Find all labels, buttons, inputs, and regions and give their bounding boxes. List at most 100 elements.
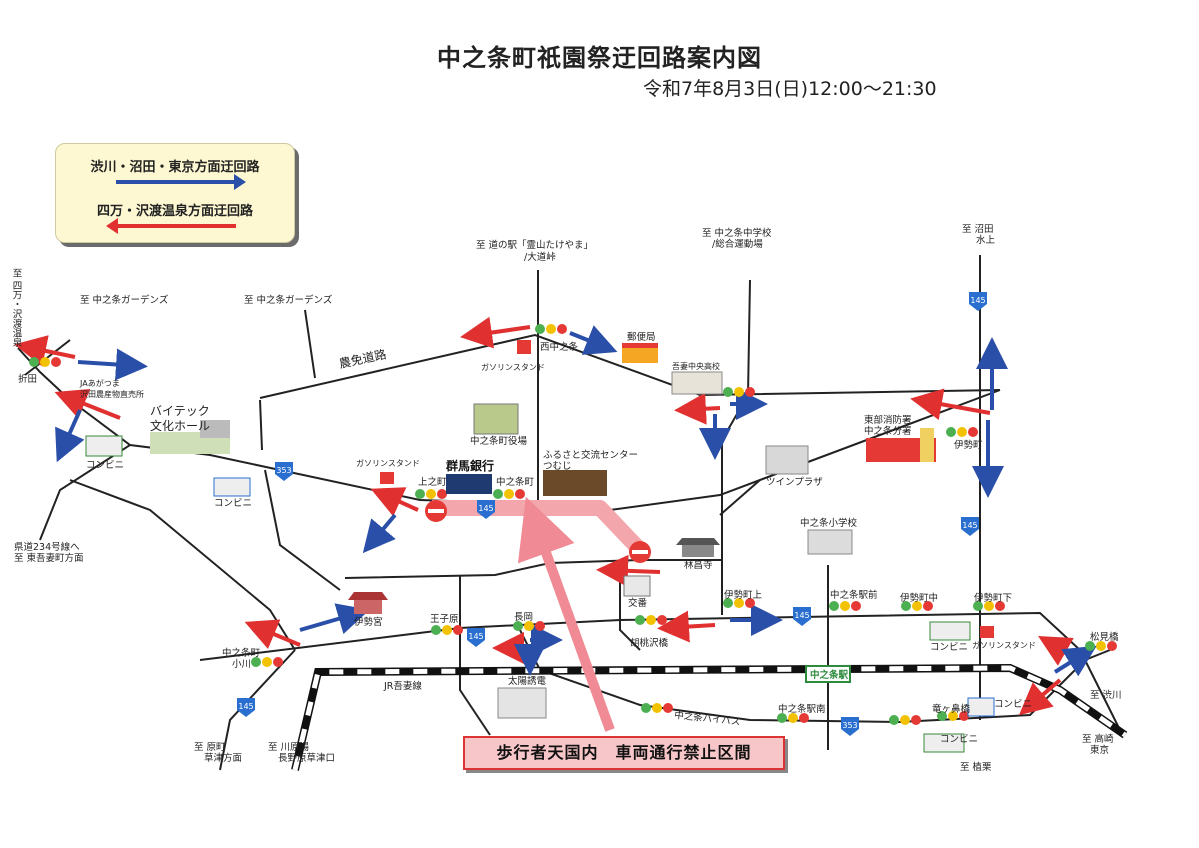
no-vehicle-zone-banner: 歩行者天国内 車両通行禁止区間 [463, 736, 785, 770]
jr-railway [291, 663, 1128, 771]
label-kawarayu-1: 至 川原湯 [268, 741, 310, 753]
label-matsumibashi: 松見橋 [1090, 631, 1119, 643]
route-145-shield-icon: 145 [477, 500, 495, 519]
twin-plaza-icon [765, 445, 809, 475]
label-gardens-2: 至 中之条ガーデンズ [244, 294, 333, 306]
label-post-office: 郵便局 [627, 331, 656, 343]
label-conv-w2: コンビニ [214, 498, 252, 509]
label-jr-line: JR吾妻線 [383, 680, 422, 692]
label-furusato: ふるさと交流センター [543, 449, 638, 461]
shield-text: 145 [238, 702, 253, 711]
label-ekiminami: 中之条駅南 [778, 703, 826, 715]
label-kaminocho: 上之町 [418, 476, 447, 488]
label-isemachi: 伊勢町 [954, 439, 983, 451]
label-agatsuma-hs: 吾妻中央高校 [672, 361, 720, 371]
label-gas-e: ガソリンスタンド [972, 640, 1036, 650]
city-hall-icon [473, 403, 519, 435]
label-isemachi-kami: 伊勢町上 [724, 589, 763, 601]
route-353-shield-icon: 353 [275, 462, 293, 481]
label-shimanto: 至 四万・沢渡温泉 [11, 268, 23, 347]
label-ryugahana: 竜ヶ鼻橋 [932, 703, 971, 715]
police-box-icon [623, 575, 651, 597]
label-nagaoka: 長岡 [514, 612, 533, 623]
label-haramachi-2: 草津方面 [204, 752, 242, 764]
label-kurumisawa: 胡桃沢橋 [630, 637, 669, 649]
label-twin-plaza: ツインプラザ [766, 477, 823, 488]
traffic-signal-icon [29, 324, 1117, 725]
no-entry-icon [425, 500, 651, 563]
label-ojibara: 王子原 [430, 614, 459, 625]
station-icon [805, 665, 851, 683]
label-nishinakanojo: 西中之条 [540, 341, 579, 353]
label-city-hall: 中之条町役場 [470, 435, 528, 447]
shield-text: 145 [468, 632, 483, 641]
label-takasaki-2: 東京 [1090, 744, 1109, 756]
legend-red-arrow-icon [106, 218, 236, 234]
label-isemachi-shita: 伊勢町下 [974, 592, 1012, 604]
label-shibukawa: 至 渋川 [1090, 689, 1122, 701]
label-bytec-1: バイテック [150, 404, 210, 418]
label-conv-e1: コンビニ [930, 642, 968, 653]
label-numata-1: 至 沼田 [962, 224, 994, 235]
label-koban: 交番 [628, 597, 648, 609]
route-145-shield-icon: 145 [969, 292, 987, 311]
page-title: 中之条町祇園祭迂回路案内図 [437, 44, 762, 72]
post-office-icon [622, 343, 658, 363]
route-353-shield-icon: 353 [841, 717, 859, 736]
label-uekuri: 至 植栗 [960, 761, 992, 773]
label-conv-nw: コンビニ [86, 460, 124, 471]
route-145-shield-icon: 145 [467, 628, 485, 647]
label-takasaki-1: 至 高崎 [1082, 733, 1114, 745]
route-145-shield-icon: 145 [961, 517, 979, 536]
label-bypass: 中之条バイパス [674, 709, 741, 728]
temple-icon [348, 538, 720, 614]
gas-station-icon [380, 340, 994, 638]
route-shields: 145 145 145 145 145 145 353 353 [237, 292, 987, 736]
shield-text: 145 [794, 611, 809, 620]
bank-icon [446, 474, 492, 494]
detour-arrows [14, 316, 1097, 716]
factory-icon [497, 687, 547, 719]
label-taiyo: 太陽誘電 [508, 675, 547, 687]
label-bytec-2: 文化ホール [150, 418, 210, 433]
label-kendo-2: 至 東吾妻町方面 [14, 552, 84, 564]
label-kendo-1: 県道234号線へ [14, 541, 80, 553]
legend-box: 渋川・沼田・東京方面迂回路 四万・沢渡温泉方面迂回路 [55, 143, 295, 243]
shield-text: 145 [962, 521, 977, 530]
fire-station-icon [866, 428, 936, 462]
school-icon [671, 371, 853, 555]
label-michinoeki-1: 至 道の駅「霊山たけやま」 [476, 239, 593, 251]
label-chugakko-1: 至 中之条中学校 [702, 227, 772, 239]
convenience-store-icon [85, 435, 995, 753]
label-fire-2: 中之条分署 [864, 425, 912, 437]
label-gas-nishi: ガソリンスタンド [481, 362, 545, 372]
tsumuji-icon [543, 470, 607, 496]
label-orita: 折田 [18, 373, 37, 385]
label-rinshoji: 林昌寺 [684, 559, 713, 571]
label-conv-e3: コンビニ [940, 734, 978, 745]
label-gardens-1: 至 中之条ガーデンズ [80, 294, 169, 306]
label-gunma-bank: 群馬銀行 [445, 458, 494, 473]
label-iseguu: 伊勢宮 [354, 616, 383, 628]
label-nakanojomachi: 中之条町 [496, 476, 535, 488]
label-gas-kami: ガソリンスタンド [356, 458, 420, 468]
label-chugakko-2: /総合運動場 [712, 238, 763, 250]
shield-text: 145 [478, 504, 493, 513]
label-michinoeki-2: /大道峠 [524, 251, 556, 263]
route-145-shield-icon: 145 [793, 607, 811, 626]
shield-text: 353 [276, 466, 291, 475]
cultural-hall-icon [150, 420, 230, 454]
label-conv-e2: コンビニ [994, 699, 1032, 710]
label-fire-1: 東部消防署 [864, 414, 912, 426]
label-ja-2: 沢田農産物直売所 [80, 389, 144, 399]
legend-blue-arrow-icon [116, 174, 246, 190]
label-numata-2: 水上 [976, 234, 996, 246]
legend-red-label: 四万・沢渡温泉方面迂回路 [96, 204, 253, 219]
shield-text: 145 [970, 296, 985, 305]
shield-text: 353 [842, 721, 857, 730]
label-kawarayu-2: 長野原草津口 [278, 752, 335, 764]
label-tsumuji: つむじ [543, 461, 572, 472]
label-ogawa-2: 小川 [232, 659, 251, 670]
page-subtitle: 令和7年8月3日(日)12:00～21:30 [643, 78, 937, 100]
